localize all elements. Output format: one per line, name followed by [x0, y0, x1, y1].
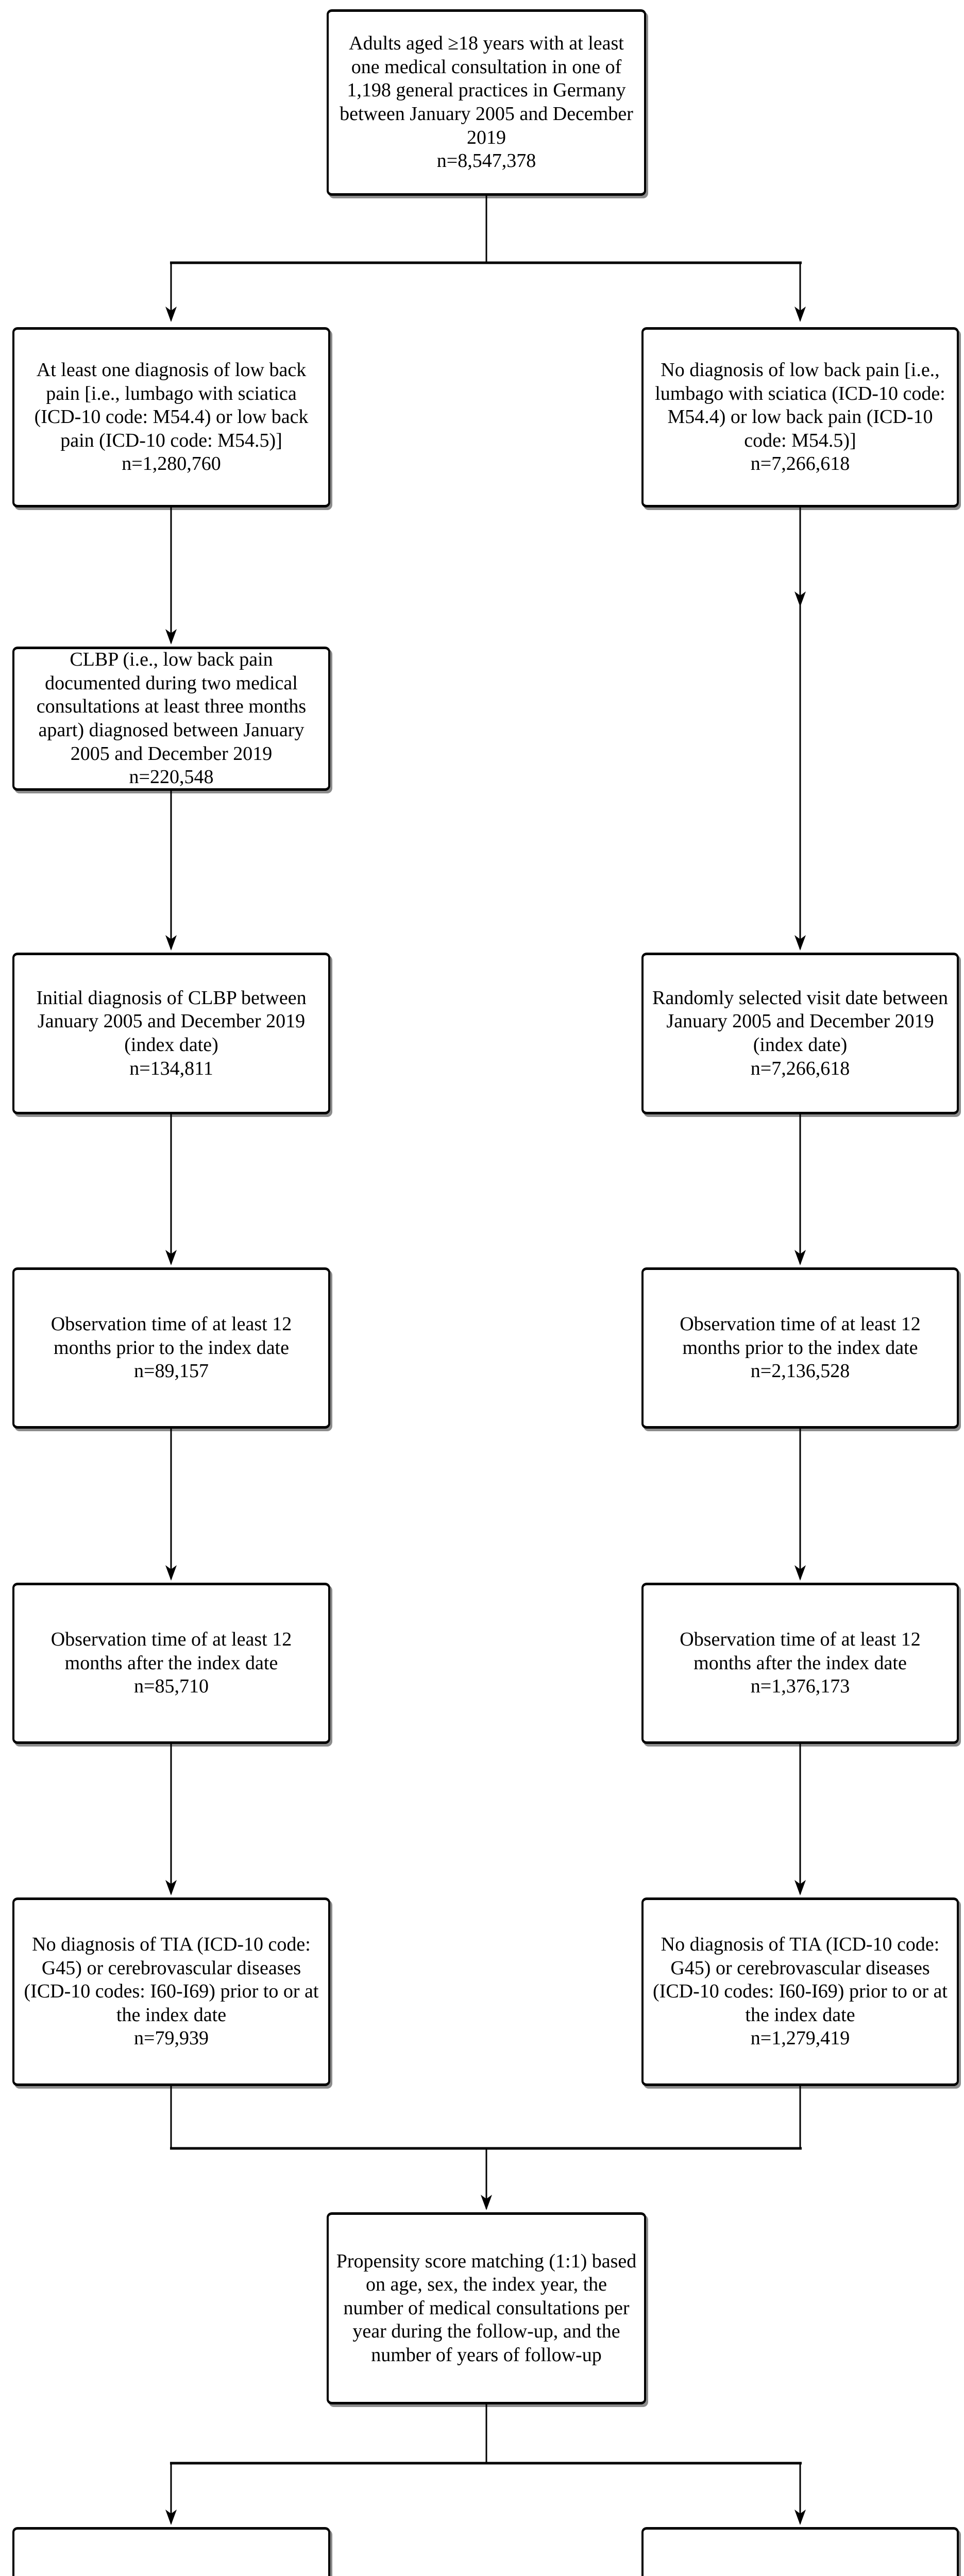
- box-text: Observation time of at least 12 months a…: [50, 1629, 292, 1674]
- box-n-value: n=1,376,173: [750, 1675, 850, 1698]
- box-text: No diagnosis of TIA (ICD-10 code: G45) o…: [24, 1934, 319, 2026]
- box-text: Propensity score matching (1:1) based on…: [336, 2250, 637, 2366]
- box-text: Adults aged ≥18 years with at least one …: [340, 32, 633, 148]
- box-no-lbp-diagnosis: No diagnosis of low back pain [i.e., lum…: [641, 327, 959, 507]
- box-lbp-diagnosis: At least one diagnosis of low back pain …: [12, 327, 330, 507]
- box-observation-after-clbp: Observation time of at least 12 months a…: [12, 1583, 330, 1744]
- box-no-tia-clbp: No diagnosis of TIA (ICD-10 code: G45) o…: [12, 1897, 330, 2086]
- box-text: CLBP (i.e., low back pain documented dur…: [36, 649, 307, 765]
- box-text: No diagnosis of low back pain [i.e., lum…: [655, 359, 945, 451]
- box-n-value: n=1,279,419: [750, 2027, 850, 2049]
- box-n-value: n=1,280,760: [122, 453, 221, 475]
- box-text: At least one diagnosis of low back pain …: [34, 359, 309, 451]
- box-n-value: n=7,266,618: [750, 1057, 850, 1079]
- box-propensity-matching: Propensity score matching (1:1) based on…: [327, 2212, 646, 2404]
- box-n-value: n=7,266,618: [750, 453, 850, 475]
- box-n-value: n=134,811: [129, 1057, 213, 1079]
- box-no-tia-control: No diagnosis of TIA (ICD-10 code: G45) o…: [641, 1897, 959, 2086]
- box-clbp-documented: CLBP (i.e., low back pain documented dur…: [12, 647, 330, 791]
- box-n-value: n=85,710: [134, 1675, 209, 1698]
- box-eligible-adults: Adults aged ≥18 years with at least one …: [327, 9, 646, 196]
- box-observation-after-control: Observation time of at least 12 months a…: [641, 1583, 959, 1744]
- box-text: Randomly selected visit date between Jan…: [652, 987, 949, 1056]
- box-n-value: n=79,939: [134, 2027, 209, 2049]
- box-n-value: n=8,547,378: [436, 150, 536, 172]
- box-text: Observation time of at least 12 months p…: [50, 1313, 292, 1359]
- box-initial-clbp-diagnosis: Initial diagnosis of CLBP between Januar…: [12, 953, 330, 1114]
- box-random-visit-date: Randomly selected visit date between Jan…: [641, 953, 959, 1114]
- box-text: Observation time of at least 12 months p…: [680, 1313, 921, 1359]
- box-n-value: n=220,548: [129, 766, 214, 788]
- box-patients-with-clbp: Patients with CLBP n=79,720: [12, 2527, 330, 2576]
- box-text: Initial diagnosis of CLBP between Januar…: [36, 987, 307, 1056]
- box-observation-prior-control: Observation time of at least 12 months p…: [641, 1267, 959, 1429]
- box-patients-without-clbp: Patients without CLBP n=79,720: [641, 2527, 959, 2576]
- box-n-value: n=2,136,528: [750, 1360, 850, 1382]
- box-text: No diagnosis of TIA (ICD-10 code: G45) o…: [653, 1934, 948, 2026]
- box-n-value: n=89,157: [134, 1360, 209, 1382]
- box-text: Observation time of at least 12 months a…: [680, 1629, 921, 1674]
- box-observation-prior-clbp: Observation time of at least 12 months p…: [12, 1267, 330, 1429]
